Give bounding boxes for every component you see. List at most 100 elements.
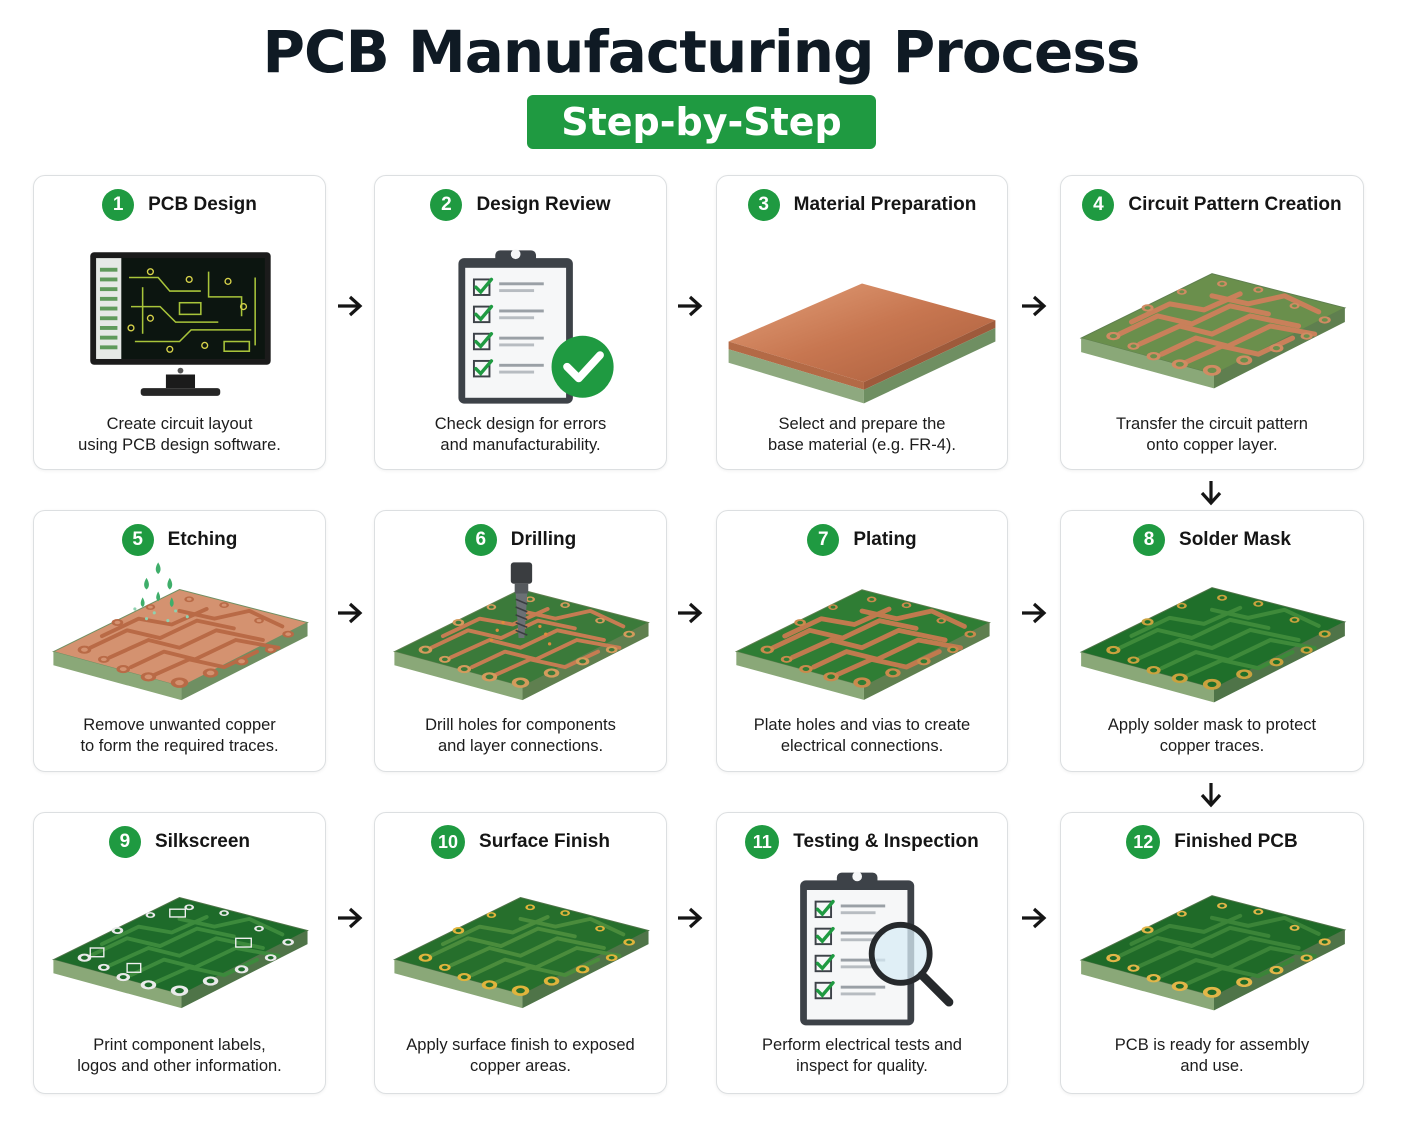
step-description-line: copper areas. bbox=[470, 1057, 571, 1075]
step-header: 1 PCB Design bbox=[34, 188, 325, 222]
pattern-board-icon bbox=[1061, 226, 1363, 426]
step-description-line: and manufacturability. bbox=[440, 436, 601, 454]
step-description-line: Apply solder mask to protect bbox=[1107, 716, 1317, 734]
step-description-line: using PCB design software. bbox=[78, 436, 281, 454]
solder-mask-board-icon bbox=[1061, 555, 1363, 725]
step-header: 5 Etching bbox=[34, 523, 325, 557]
step-description: PCB is ready for assembly and use. bbox=[1067, 1035, 1357, 1077]
step-description-line: Select and prepare the bbox=[778, 415, 946, 433]
arrow-down-icon bbox=[1198, 780, 1224, 810]
step-card: 4 Circuit Pattern Creation Transfer the … bbox=[1060, 175, 1364, 470]
step-number-badge: 12 bbox=[1126, 825, 1161, 859]
step-description-line: Transfer the circuit pattern bbox=[1116, 415, 1308, 433]
step-header: 4 Circuit Pattern Creation bbox=[1061, 188, 1363, 222]
step-number-badge: 3 bbox=[747, 189, 780, 221]
step-header: 3 Material Preparation bbox=[717, 188, 1007, 222]
step-header: 2 Design Review bbox=[375, 188, 666, 222]
step-description: Transfer the circuit pattern onto copper … bbox=[1067, 414, 1357, 456]
step-card: 11 Testing & Inspection bbox=[716, 812, 1008, 1094]
step-description-line: inspect for quality. bbox=[796, 1057, 928, 1075]
step-number-badge: 9 bbox=[108, 826, 141, 858]
step-header: 8 Solder Mask bbox=[1061, 523, 1363, 557]
monitor-icon bbox=[34, 226, 325, 426]
step-card: 8 Solder Mask Apply solder mask to prote… bbox=[1060, 510, 1364, 772]
step-description-line: Apply surface finish to exposed bbox=[406, 1036, 635, 1054]
step-header: 10 Surface Finish bbox=[375, 825, 666, 859]
step-description-line: PCB is ready for assembly bbox=[1114, 1036, 1310, 1054]
step-number-badge: 2 bbox=[430, 189, 463, 221]
step-description-line: to form the required traces. bbox=[80, 737, 279, 755]
step-title: PCB Design bbox=[148, 194, 257, 215]
step-description-line: Perform electrical tests and bbox=[762, 1036, 962, 1054]
step-description: Drill holes for components and layer conn… bbox=[381, 715, 660, 757]
step-title: Surface Finish bbox=[479, 831, 610, 852]
step-description-line: and use. bbox=[1180, 1057, 1244, 1075]
step-description-line: base material (e.g. FR-4). bbox=[768, 436, 956, 454]
step-number-badge: 6 bbox=[464, 524, 497, 556]
arrow-right-icon bbox=[1019, 905, 1049, 931]
arrow-right-icon bbox=[675, 293, 705, 319]
step-description-line: Plate holes and vias to create bbox=[753, 716, 971, 734]
step-number-badge: 1 bbox=[102, 189, 135, 221]
step-description-line: Remove unwanted copper bbox=[83, 716, 276, 734]
finished-board-icon bbox=[1061, 863, 1363, 1033]
step-title: Finished PCB bbox=[1174, 831, 1298, 852]
arrow-right-icon bbox=[1019, 600, 1049, 626]
step-description-line: copper traces. bbox=[1159, 737, 1265, 755]
arrow-right-icon bbox=[335, 905, 365, 931]
arrow-right-icon bbox=[1019, 293, 1049, 319]
step-card: 10 Surface Finish Apply surface finish t… bbox=[374, 812, 667, 1094]
subtitle-badge: Step-by-Step bbox=[527, 95, 876, 149]
step-number-badge: 8 bbox=[1133, 524, 1166, 556]
step-number-badge: 7 bbox=[807, 524, 840, 556]
step-description: Check design for errors and manufacturabi… bbox=[381, 414, 660, 456]
step-title: Drilling bbox=[510, 529, 577, 550]
step-number-badge: 10 bbox=[431, 825, 466, 859]
step-title: Material Preparation bbox=[793, 194, 977, 215]
clipboard-magnifier-icon bbox=[717, 863, 1007, 1033]
step-header: 12 Finished PCB bbox=[1061, 825, 1363, 859]
step-description: Plate holes and vias to create electrical… bbox=[723, 715, 1001, 757]
step-number-badge: 5 bbox=[121, 524, 154, 556]
step-title: Plating bbox=[853, 529, 917, 550]
step-description-line: Check design for errors bbox=[434, 415, 607, 433]
step-card: 3 Material Preparation Select and prepar… bbox=[716, 175, 1008, 470]
step-title: Etching bbox=[167, 529, 238, 550]
arrow-right-icon bbox=[335, 600, 365, 626]
step-card: 7 Plating Plate holes and vias to create… bbox=[716, 510, 1008, 772]
step-description: Apply solder mask to protect copper trace… bbox=[1067, 715, 1357, 757]
step-description-line: onto copper layer. bbox=[1146, 436, 1278, 454]
step-description-line: and layer connections. bbox=[437, 737, 604, 755]
step-description-line: Create circuit layout bbox=[106, 415, 253, 433]
surface-finish-board-icon bbox=[375, 863, 666, 1033]
step-title: Testing & Inspection bbox=[793, 831, 979, 852]
step-description-line: Drill holes for components bbox=[425, 716, 616, 734]
step-description: Select and prepare the base material (e.g… bbox=[723, 414, 1001, 456]
arrow-down-icon bbox=[1198, 478, 1224, 508]
step-description: Create circuit layout using PCB design so… bbox=[40, 414, 319, 456]
step-description: Perform electrical tests and inspect for … bbox=[723, 1035, 1001, 1077]
step-card: 9 Silkscreen Print component labels,logo… bbox=[33, 812, 326, 1094]
step-header: 9 Silkscreen bbox=[34, 825, 325, 859]
step-description-line: electrical connections. bbox=[780, 737, 944, 755]
step-description-line: logos and other information. bbox=[77, 1057, 282, 1075]
copper-laminate-icon bbox=[717, 226, 1007, 426]
arrow-right-icon bbox=[675, 905, 705, 931]
step-card: 6 Drilling Drill holes for components and… bbox=[374, 510, 667, 772]
step-header: 6 Drilling bbox=[375, 523, 666, 557]
page-title: PCB Manufacturing Process bbox=[262, 18, 1141, 86]
etching-board-icon bbox=[34, 555, 325, 725]
step-description: Remove unwanted copper to form the requir… bbox=[40, 715, 319, 757]
step-card: 12 Finished PCB PCB is ready for assembl… bbox=[1060, 812, 1364, 1094]
step-card: 1 PCB Design Create circuit layo bbox=[33, 175, 326, 470]
step-title: Silkscreen bbox=[154, 831, 251, 852]
arrow-right-icon bbox=[335, 293, 365, 319]
arrow-right-icon bbox=[675, 600, 705, 626]
step-title: Solder Mask bbox=[1179, 529, 1291, 550]
step-description: Apply surface finish to exposed copper ar… bbox=[381, 1035, 660, 1077]
step-header: 11 Testing & Inspection bbox=[717, 825, 1007, 859]
step-number-badge: 4 bbox=[1082, 189, 1115, 221]
step-title: Circuit Pattern Creation bbox=[1128, 194, 1342, 215]
step-title: Design Review bbox=[476, 194, 611, 215]
